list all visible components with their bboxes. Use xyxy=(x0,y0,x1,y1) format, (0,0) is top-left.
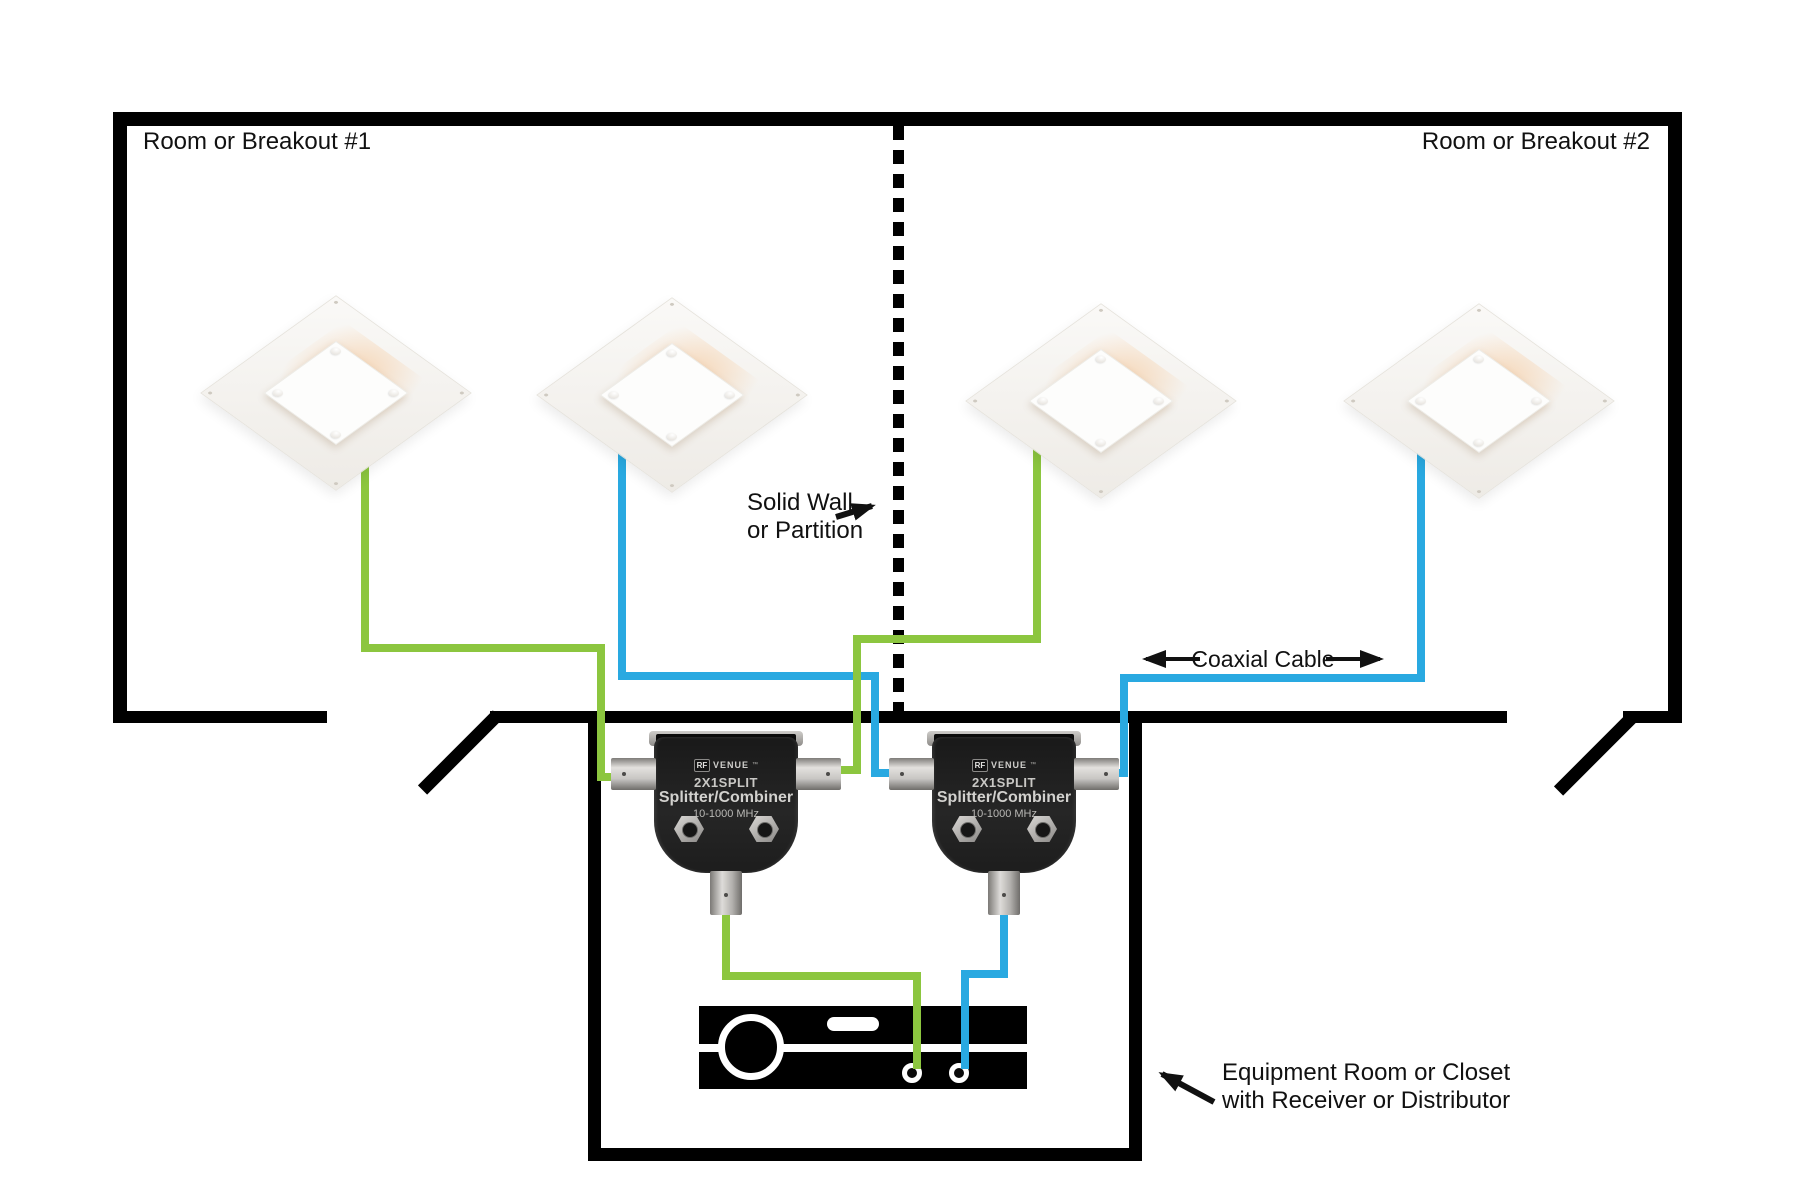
equipment-room-wall-left xyxy=(588,711,601,1161)
rf-venue-logo: RF VENUE ™ xyxy=(889,758,1119,772)
wall-bottom-main-segment xyxy=(490,711,1507,723)
rf-logo-icon: RF xyxy=(693,758,710,772)
ceiling-antenna-1 xyxy=(200,295,472,491)
receiver-antenna-port-b xyxy=(949,1063,969,1083)
arrow-equipment-room xyxy=(1158,1071,1216,1105)
ceiling-antenna-2 xyxy=(536,297,808,493)
splitter-combiner-1: RF VENUE ™ 2X1SPLIT Splitter/Combiner 10… xyxy=(611,731,841,916)
equipment-room-wall-bottom xyxy=(588,1148,1142,1161)
label-equipment-room: Equipment Room or Closet with Receiver o… xyxy=(1222,1059,1511,1114)
wall-bottom-left-segment xyxy=(113,711,327,723)
receiver-antenna-port-a xyxy=(902,1063,922,1083)
wall-right xyxy=(1668,112,1682,723)
rf-logo-icon: RF xyxy=(971,758,988,772)
wall-top xyxy=(113,112,1682,126)
receiver-display xyxy=(827,1017,879,1031)
bnc-connector-left xyxy=(611,758,656,790)
splitter-body xyxy=(654,737,798,873)
antenna-outer-panel xyxy=(1343,303,1615,499)
label-solid-wall: Solid Wall or Partition xyxy=(747,489,864,544)
antenna-outer-panel xyxy=(536,297,808,493)
label-room-2: Room or Breakout #2 xyxy=(1421,128,1650,155)
rf-venue-logo: RF VENUE ™ xyxy=(611,758,841,772)
splitter-frequency-range: 10-1000 MHz xyxy=(970,808,1038,820)
splitter-frequency-range: 10-1000 MHz xyxy=(692,808,760,820)
partition-dashed-line xyxy=(893,126,904,712)
bnc-connector-bottom xyxy=(710,871,742,915)
splitter-model: 2X1SPLIT xyxy=(694,775,758,790)
door-left xyxy=(417,710,503,795)
splitter-body xyxy=(932,737,1076,873)
splitter-name: Splitter/Combiner xyxy=(658,789,794,806)
door-right xyxy=(1553,711,1639,796)
wall-left xyxy=(113,112,127,723)
bnc-connector-right xyxy=(796,758,841,790)
splitter-model: 2X1SPLIT xyxy=(972,775,1036,790)
bnc-connector-bottom xyxy=(988,871,1020,915)
bnc-connector-left xyxy=(889,758,934,790)
bnc-connector-right xyxy=(1074,758,1119,790)
receiver-unit xyxy=(699,1006,1027,1089)
splitter-combiner-2: RF VENUE ™ 2X1SPLIT Splitter/Combiner 10… xyxy=(889,731,1119,916)
label-coaxial-cable: Coaxial Cable xyxy=(1191,646,1335,672)
equipment-room-wall-right xyxy=(1129,711,1142,1161)
label-room-1: Room or Breakout #1 xyxy=(143,128,372,155)
antenna-outer-panel xyxy=(200,295,472,491)
antenna-outer-panel xyxy=(965,303,1237,499)
ceiling-antenna-3 xyxy=(965,303,1237,499)
receiver-knob xyxy=(718,1014,784,1080)
ceiling-antenna-4 xyxy=(1343,303,1615,499)
splitter-name: Splitter/Combiner xyxy=(936,789,1072,806)
